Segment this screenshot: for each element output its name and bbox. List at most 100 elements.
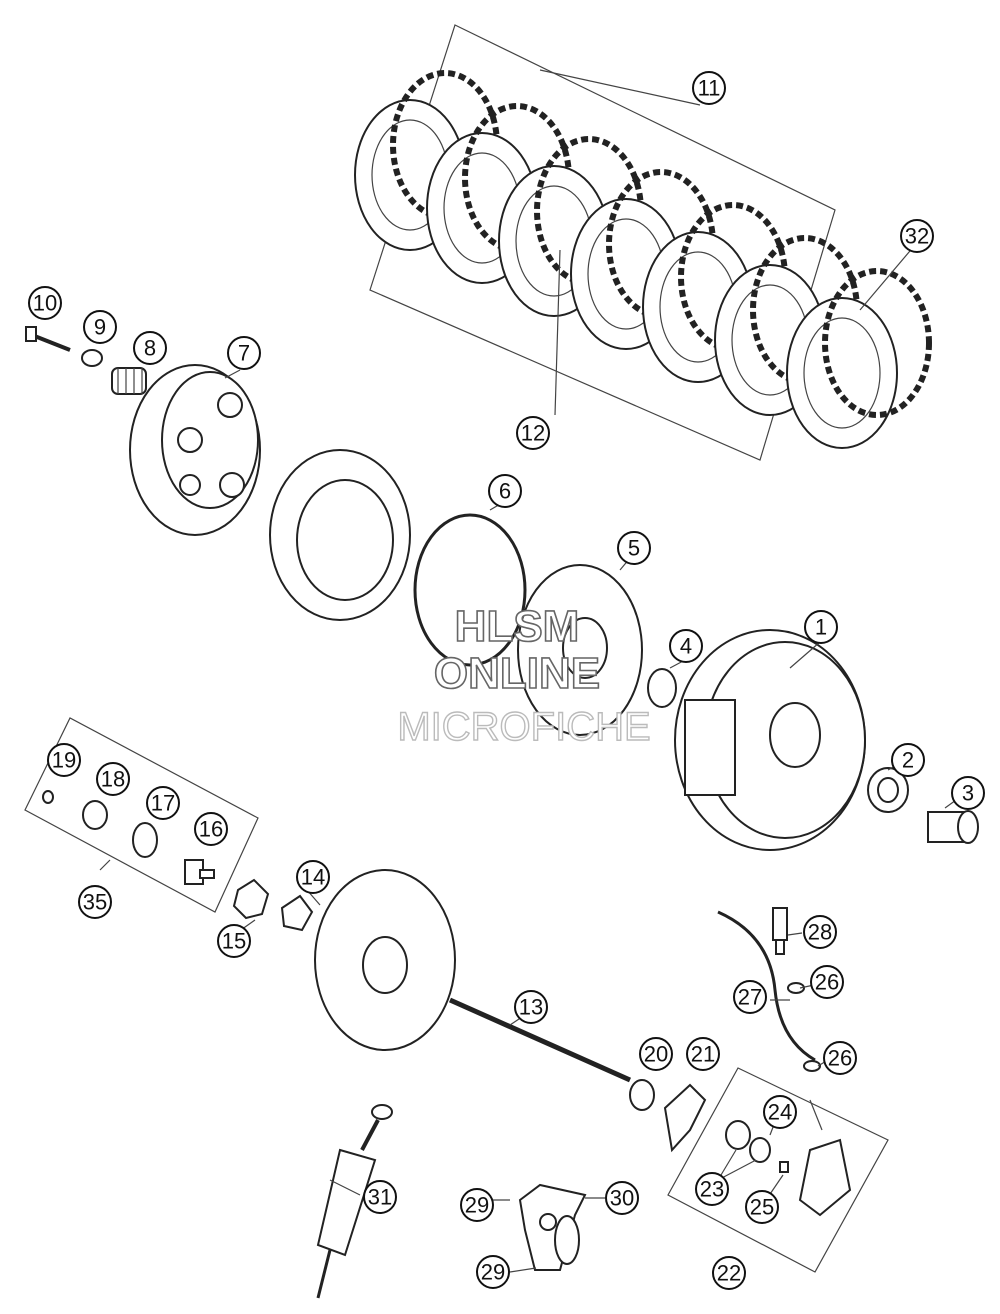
svg-text:22: 22 xyxy=(717,1261,741,1286)
clutch-cover-plate xyxy=(314,869,456,1051)
gasket-21 xyxy=(663,1083,707,1153)
svg-text:27: 27 xyxy=(738,985,762,1010)
callout-20[interactable]: 20 xyxy=(639,1037,673,1071)
callout-17[interactable]: 17 xyxy=(146,786,180,820)
svg-text:19: 19 xyxy=(52,748,76,773)
callout-5[interactable]: 5 xyxy=(617,531,651,565)
hydraulic-hose-27 xyxy=(717,910,816,1062)
callout-22[interactable]: 22 xyxy=(712,1256,746,1290)
svg-text:10: 10 xyxy=(33,291,57,316)
svg-text:25: 25 xyxy=(750,1195,774,1220)
callout-24[interactable]: 24 xyxy=(763,1095,797,1129)
callout-16[interactable]: 16 xyxy=(194,812,228,846)
callout-29-lower[interactable]: 29 xyxy=(476,1255,510,1289)
callout-1[interactable]: 1 xyxy=(804,610,838,644)
svg-text:28: 28 xyxy=(808,920,832,945)
washer-9 xyxy=(81,349,103,367)
callout-7[interactable]: 7 xyxy=(227,336,261,370)
callout-28[interactable]: 28 xyxy=(803,915,837,949)
svg-text:31: 31 xyxy=(368,1185,392,1210)
svg-text:26: 26 xyxy=(828,1046,852,1071)
callout-31[interactable]: 31 xyxy=(363,1180,397,1214)
callout-15[interactable]: 15 xyxy=(217,924,251,958)
callout-32[interactable]: 32 xyxy=(900,219,934,253)
o-ring-20 xyxy=(629,1079,655,1111)
svg-text:1: 1 xyxy=(815,615,827,640)
svg-text:24: 24 xyxy=(768,1100,792,1125)
svg-text:30: 30 xyxy=(610,1186,634,1211)
callout-6[interactable]: 6 xyxy=(488,474,522,508)
svg-text:32: 32 xyxy=(905,224,929,249)
svg-text:14: 14 xyxy=(301,865,325,890)
svg-text:3: 3 xyxy=(962,781,974,806)
nut-15 xyxy=(232,878,270,920)
callout-35[interactable]: 35 xyxy=(78,885,112,919)
washer-26-lower xyxy=(803,1060,821,1072)
bolt-10 xyxy=(25,326,71,352)
callout-23[interactable]: 23 xyxy=(695,1172,729,1206)
callout-13[interactable]: 13 xyxy=(514,990,548,1024)
callout-4[interactable]: 4 xyxy=(669,629,703,663)
svg-text:4: 4 xyxy=(680,634,692,659)
washer-26-upper xyxy=(787,982,805,994)
callout-8[interactable]: 8 xyxy=(133,331,167,365)
callout-3[interactable]: 3 xyxy=(951,776,985,810)
clutch-plate-stack xyxy=(354,24,932,461)
callout-21[interactable]: 21 xyxy=(686,1037,720,1071)
svg-text:5: 5 xyxy=(628,536,640,561)
lock-washer-14 xyxy=(280,894,314,932)
svg-text:29: 29 xyxy=(465,1193,489,1218)
thrust-washer-4 xyxy=(647,668,677,708)
callouts: 1 2 3 4 5 6 7 8 9 10 11 12 13 14 15 16 1… xyxy=(28,71,985,1290)
steel-plate-inner-7 xyxy=(803,317,881,429)
svg-text:6: 6 xyxy=(499,479,511,504)
svg-text:29: 29 xyxy=(481,1260,505,1285)
svg-text:7: 7 xyxy=(238,341,250,366)
svg-text:11: 11 xyxy=(698,76,721,101)
friction-plate-7 xyxy=(822,268,932,418)
callout-25[interactable]: 25 xyxy=(745,1190,779,1224)
callout-10[interactable]: 10 xyxy=(28,286,62,320)
svg-text:23: 23 xyxy=(700,1177,724,1202)
svg-text:20: 20 xyxy=(644,1042,668,1067)
svg-text:12: 12 xyxy=(521,421,545,446)
bushing-3 xyxy=(927,810,979,844)
svg-text:16: 16 xyxy=(199,817,223,842)
svg-text:15: 15 xyxy=(222,929,246,954)
callout-14[interactable]: 14 xyxy=(296,860,330,894)
callout-12[interactable]: 12 xyxy=(516,416,550,450)
watermark-line1: HLSM xyxy=(455,602,580,651)
svg-text:35: 35 xyxy=(83,890,107,915)
spring-8 xyxy=(111,367,147,395)
grease-syringe-31 xyxy=(316,1104,393,1299)
svg-text:2: 2 xyxy=(902,748,914,773)
clutch-pack-assembly xyxy=(269,449,411,621)
svg-text:18: 18 xyxy=(101,767,125,792)
clutch-inner-hub xyxy=(129,364,261,536)
svg-text:8: 8 xyxy=(144,336,156,361)
pressure-plate-5 xyxy=(517,564,643,736)
callout-11[interactable]: 11 xyxy=(692,71,726,105)
watermark: HLSM ONLINE MICROFICHE xyxy=(397,601,652,750)
callout-27[interactable]: 27 xyxy=(733,980,767,1014)
callout-18[interactable]: 18 xyxy=(96,762,130,796)
push-rod-13 xyxy=(448,997,632,1083)
callout-9[interactable]: 9 xyxy=(83,310,117,344)
callout-19[interactable]: 19 xyxy=(47,743,81,777)
watermark-line3: MICROFICHE xyxy=(397,705,650,749)
callout-26-upper[interactable]: 26 xyxy=(810,965,844,999)
bleed-fitting-28 xyxy=(772,907,788,955)
svg-text:9: 9 xyxy=(94,315,106,340)
svg-text:17: 17 xyxy=(151,791,175,816)
callout-26-lower[interactable]: 26 xyxy=(823,1041,857,1075)
kit-35 xyxy=(24,717,259,913)
svg-text:26: 26 xyxy=(815,970,839,995)
callout-29-upper[interactable]: 29 xyxy=(460,1188,494,1222)
slave-cylinder-kit-22 xyxy=(667,1067,889,1273)
release-cover-29-30 xyxy=(518,1183,587,1271)
callout-2[interactable]: 2 xyxy=(891,743,925,777)
o-ring-6 xyxy=(413,513,527,667)
needle-bearing-2 xyxy=(867,767,909,813)
callout-30[interactable]: 30 xyxy=(605,1181,639,1215)
